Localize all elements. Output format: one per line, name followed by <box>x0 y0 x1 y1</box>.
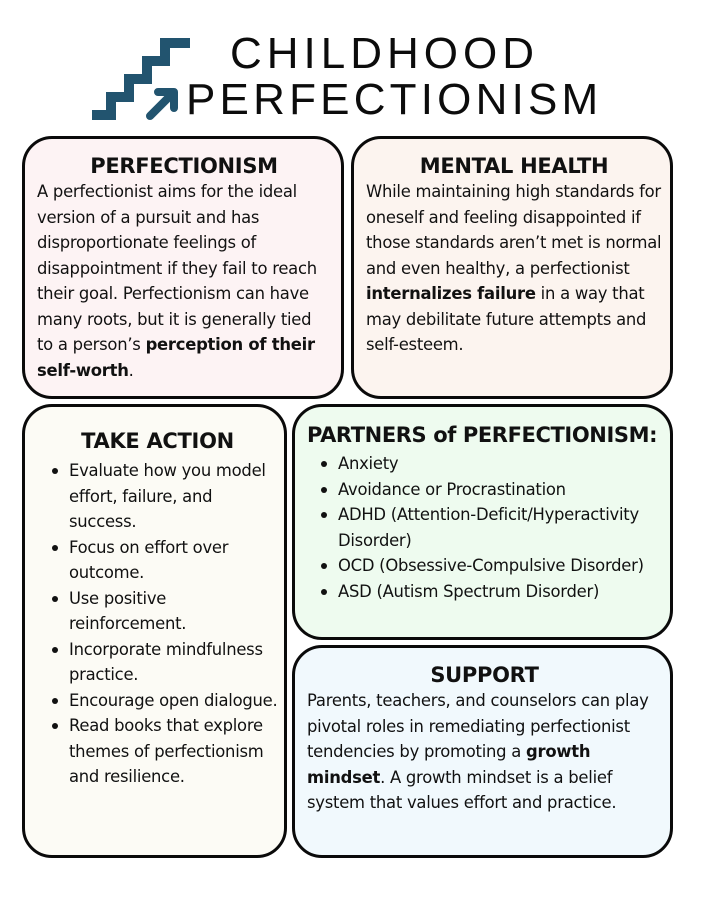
list-item: Use positive reinforcement. <box>37 586 278 637</box>
perfectionism-text: A perfectionist aims for the ideal versi… <box>37 179 331 383</box>
list-item: OCD (Obsessive-Compulsive Disorder) <box>307 553 666 579</box>
list-item: ADHD (Attention-Deficit/Hyperactivity Di… <box>307 502 666 553</box>
support-text: Parents, teachers, and counselors can pl… <box>307 688 662 816</box>
title-line-1: CHILDHOOD <box>230 29 540 78</box>
list-item: Avoidance or Procrastination <box>307 477 666 503</box>
support-card: SUPPORT Parents, teachers, and counselor… <box>292 645 673 858</box>
take-action-list: Evaluate how you model effort, failure, … <box>37 458 278 790</box>
list-item: Read books that explore themes of perfec… <box>37 713 278 790</box>
mental-health-text-body: While maintaining high standards for one… <box>366 182 662 278</box>
perfectionism-text-emphasis: perception of their self-worth <box>37 335 315 380</box>
support-heading: SUPPORT <box>430 663 539 687</box>
perfectionism-text-body: A perfectionist aims for the ideal versi… <box>37 182 317 354</box>
stairs-arrow-icon <box>92 38 190 120</box>
list-item: Encourage open dialogue. <box>37 688 278 714</box>
take-action-heading: TAKE ACTION <box>81 429 234 453</box>
partners-card: PARTNERS of PERFECTIONISM: Anxiety Avoid… <box>292 404 673 640</box>
mental-health-text: While maintaining high standards for one… <box>366 179 662 358</box>
support-text-body: Parents, teachers, and counselors can pl… <box>307 691 649 761</box>
list-item: Evaluate how you model effort, failure, … <box>37 458 278 535</box>
perfectionism-heading: PERFECTIONISM <box>90 154 278 178</box>
mental-health-card: MENTAL HEALTH While maintaining high sta… <box>351 136 673 399</box>
support-text-emphasis: growth mindset <box>307 742 591 787</box>
list-item: Focus on effort over outcome. <box>37 535 278 586</box>
list-item: ASD (Autism Spectrum Disorder) <box>307 579 666 605</box>
list-item: Incorporate mindfulness practice. <box>37 637 278 688</box>
title-line-2: PERFECTIONISM <box>186 75 603 124</box>
header: CHILDHOOD PERFECTIONISM <box>0 0 702 130</box>
perfectionism-text-end: . <box>128 360 134 380</box>
partners-heading: PARTNERS of PERFECTIONISM: <box>307 423 658 447</box>
mental-health-text-end: in a way that may debilitate future atte… <box>366 284 647 354</box>
perfectionism-card: PERFECTIONISM A perfectionist aims for t… <box>22 136 344 399</box>
take-action-card: TAKE ACTION Evaluate how you model effor… <box>22 404 287 858</box>
list-item: Anxiety <box>307 451 666 477</box>
mental-health-text-emphasis: internalizes failure <box>366 284 536 303</box>
partners-list: Anxiety Avoidance or Procrastination ADH… <box>307 451 666 604</box>
mental-health-heading: MENTAL HEALTH <box>419 154 609 178</box>
support-text-end: . A growth mindset is a belief system th… <box>307 767 617 813</box>
